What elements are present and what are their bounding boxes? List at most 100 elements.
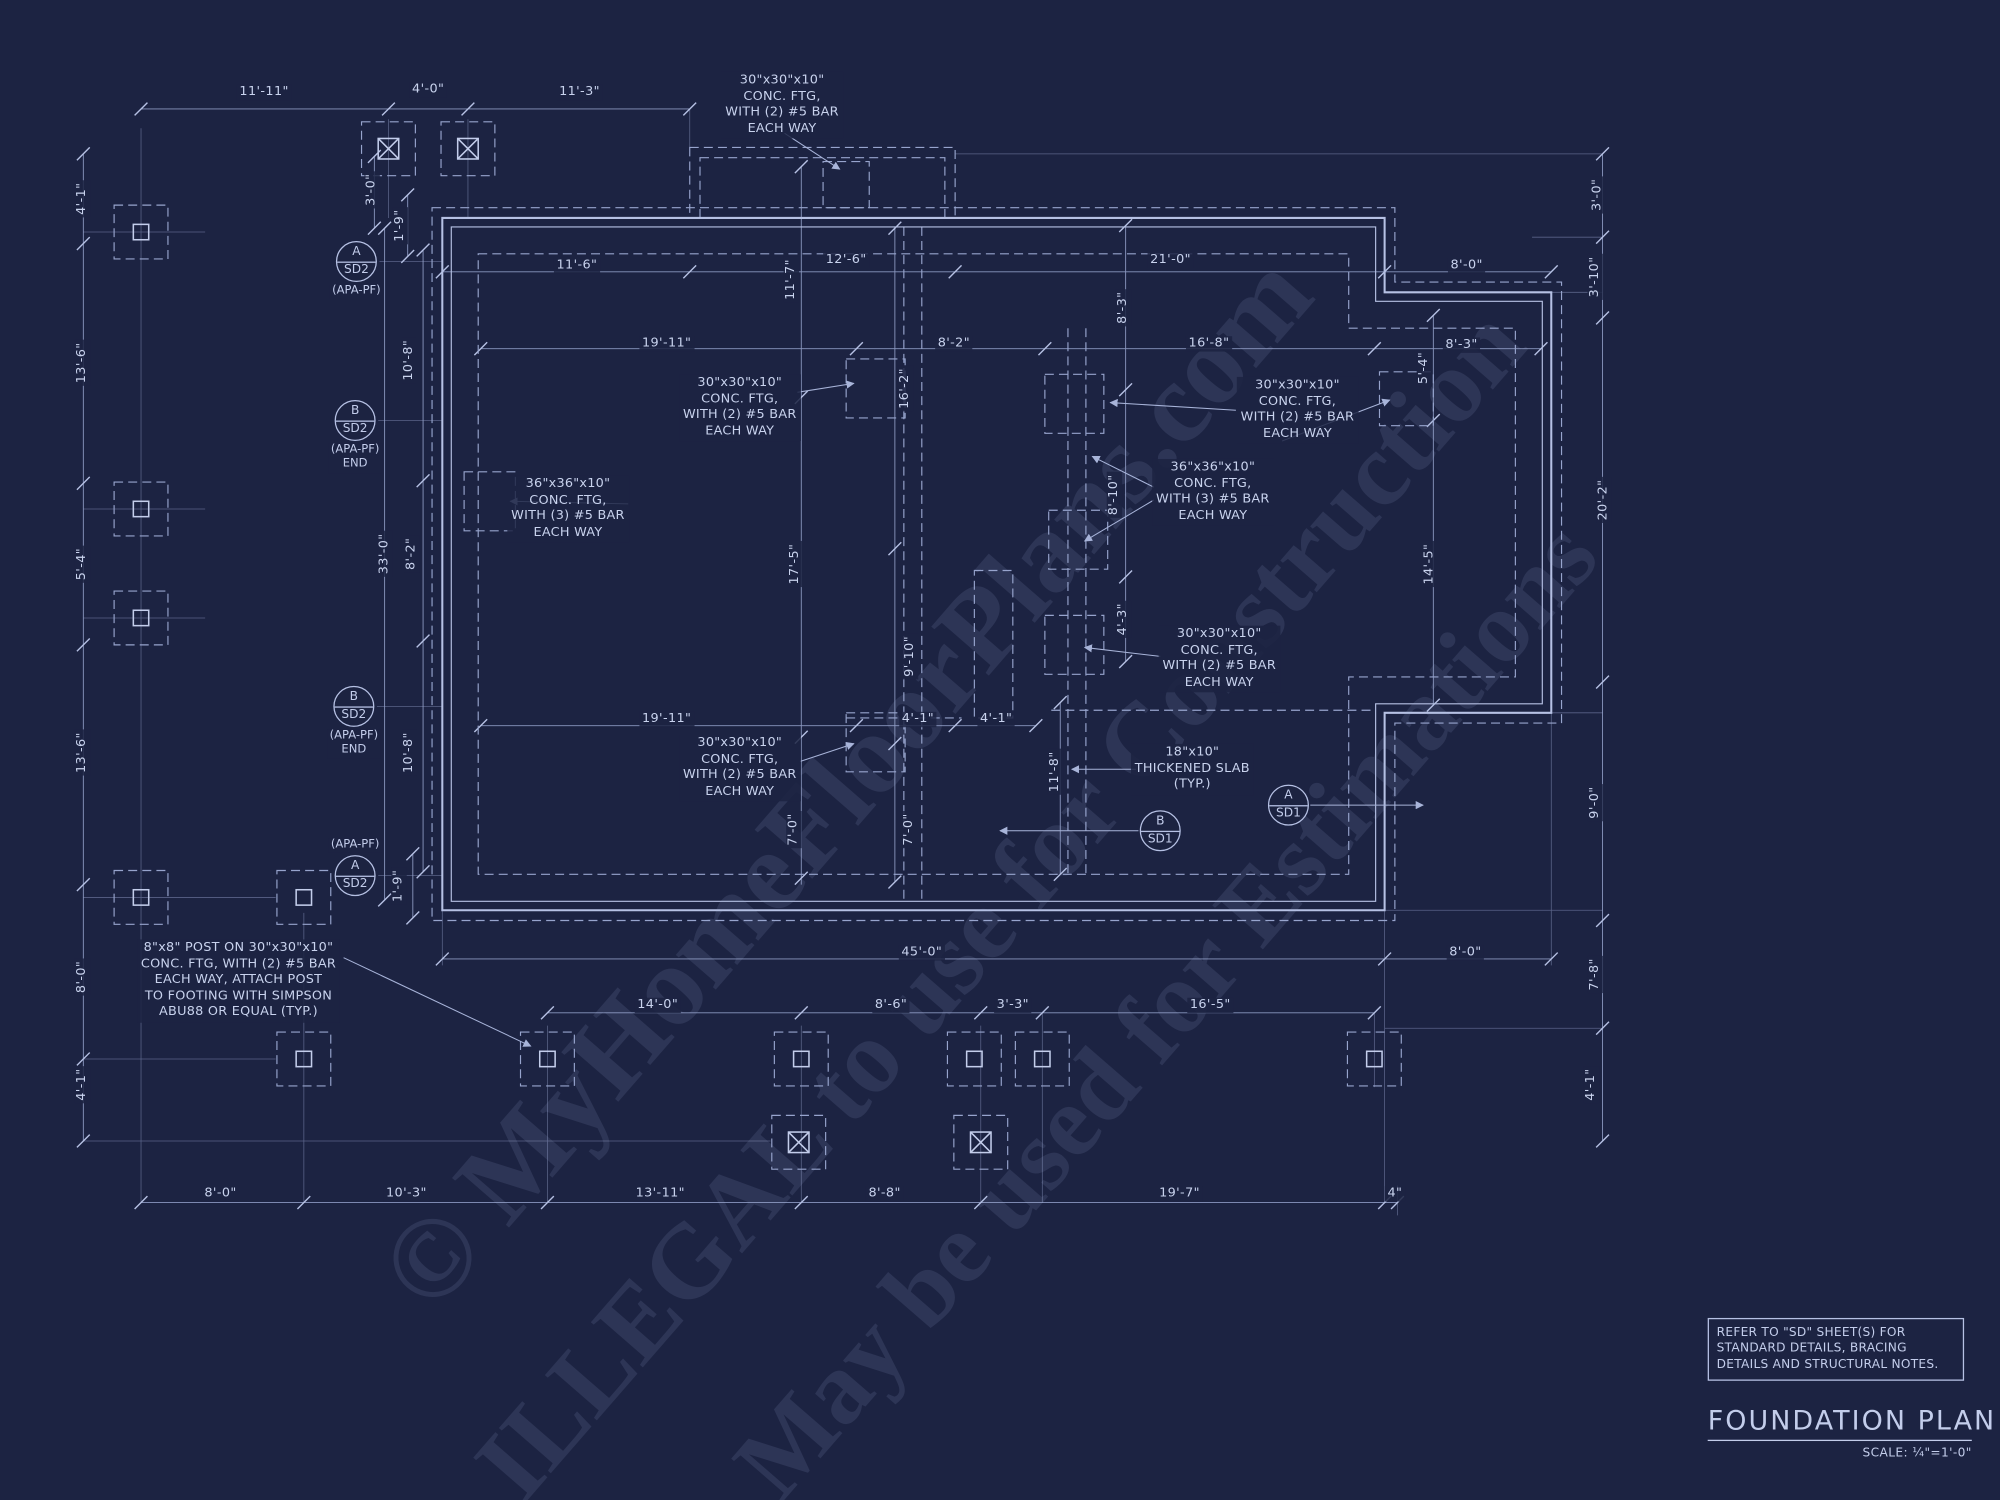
dimension-label: 5'-4" <box>1416 349 1432 387</box>
detail-marker-sheet: SD1 <box>1276 805 1301 820</box>
pier-post <box>132 888 150 906</box>
dimension-label: 16'-8" <box>1185 336 1232 351</box>
dimension-label: 16'-2" <box>897 365 913 412</box>
dimension-label: 7'-8" <box>1587 955 1603 994</box>
dimension-label: 7'-0" <box>786 810 801 849</box>
callout-note-line: THICKENED SLAB <box>1134 761 1250 776</box>
dimension-label: 8'-10" <box>1106 471 1122 518</box>
dimension-label: 3'-10" <box>1587 253 1603 300</box>
callout-note-line: 18"x10" <box>1165 745 1220 760</box>
pier-footing <box>113 590 169 646</box>
pier-post <box>132 223 150 241</box>
dimension-label: 4'-1" <box>74 1065 90 1104</box>
pier-post <box>295 888 313 906</box>
marker-caption-line: (APA-PF) <box>330 838 380 851</box>
dimension-label: 8'-2" <box>935 336 973 351</box>
callout-note-line: CONC. FTG, <box>1258 394 1337 409</box>
callout-note-line: WITH (2) #5 BAR <box>1240 410 1355 425</box>
dimension-label: 12'-6" <box>823 252 870 268</box>
dimension-label: 8'-0" <box>1446 945 1485 960</box>
pier-footing <box>440 121 496 177</box>
dimension-label: 11'-6" <box>553 258 600 273</box>
pier-x-mark <box>969 1131 992 1154</box>
dimension-tick-marks <box>76 102 1610 1210</box>
detail-marker-letter: B <box>1141 814 1180 832</box>
dimension-label: 3'-0" <box>1590 176 1605 214</box>
callout-note-line: EACH WAY <box>533 524 603 540</box>
dimension-label: 19'-7" <box>1156 1186 1203 1201</box>
dimension-label: 11'-7" <box>783 256 799 303</box>
callout-note-line: 36"x36"x10" <box>525 476 611 492</box>
dimension-label: 5'-4" <box>74 545 90 583</box>
callout-note-line: 30"x30"x10" <box>697 735 783 750</box>
pier-footing <box>113 481 169 537</box>
pier-x-mark <box>377 137 400 160</box>
concrete-footing-pad <box>1378 371 1434 427</box>
pier-footing <box>519 1031 575 1087</box>
dimension-label: 11'-8" <box>1047 748 1063 795</box>
dimension-label: 1'-9" <box>392 206 408 245</box>
callout-note-line: CONC. FTG, WITH (2) #5 BAR <box>140 956 337 971</box>
detail-marker-letter: A <box>335 859 375 877</box>
pier-x-mark <box>787 1131 810 1154</box>
callout-note-line: 30"x30"x10" <box>1176 626 1262 642</box>
dimension-label: 13'-11" <box>633 1186 688 1201</box>
marker-caption: (APA-PF)END <box>327 729 381 759</box>
pier-footing <box>773 1031 829 1087</box>
callout-note-line: ABU88 OR EQUAL (TYP.) <box>159 1004 318 1019</box>
callout-note-line: CONC. FTG, <box>701 751 779 767</box>
dimension-label: 13'-6" <box>74 339 90 386</box>
pier-post <box>132 500 150 518</box>
dimension-label: 3'-0" <box>364 171 380 209</box>
pier-footing <box>276 1031 332 1087</box>
dimension-label: 17'-5" <box>787 541 803 588</box>
dimension-label: 20'-2" <box>1596 477 1612 523</box>
extension-lines <box>83 108 1603 1216</box>
detail-marker-letter: B <box>334 689 374 708</box>
dimension-label: 8'-6" <box>872 997 910 1013</box>
callout-note-line: WITH (3) #5 BAR <box>1156 492 1270 507</box>
title-block: FOUNDATION PLAN SCALE: ¼"=1'-0" <box>1707 1405 1994 1460</box>
dimension-label: 8'-2" <box>404 535 419 573</box>
pier-post <box>132 609 150 627</box>
dimension-label: 8'-0" <box>74 958 90 996</box>
callout-note-line: CONC. FTG, <box>701 391 779 406</box>
reference-note-box: REFER TO "SD" SHEET(S) FOR STANDARD DETA… <box>1707 1317 1965 1381</box>
callout-note-line: 30"x30"x10" <box>697 375 783 390</box>
callout-note-line: EACH WAY <box>1184 674 1254 690</box>
dimension-label: 8'-0" <box>1447 258 1486 273</box>
dimension-label: 7'-0" <box>901 810 917 849</box>
callout-note-line: WITH (2) #5 BAR <box>1162 658 1277 674</box>
dimension-label: 8'-0" <box>201 1186 240 1201</box>
watermark-text: ILLEGAL to use for Construction <box>452 286 1547 1500</box>
dimension-label: 9'-10" <box>902 633 918 680</box>
dimension-label: 4'-1" <box>899 711 937 727</box>
detail-marker-letter: B <box>335 403 375 422</box>
pier-post <box>456 137 479 160</box>
pier-footing <box>113 204 169 260</box>
callout-note-line: CONC. FTG, <box>1180 642 1258 658</box>
note-line: STANDARD DETAILS, BRACING <box>1716 1341 1907 1356</box>
dimension-label: 1'-9" <box>391 867 407 905</box>
detail-marker-sheet: SD2 <box>341 707 367 722</box>
pier-x-mark <box>457 137 479 160</box>
marker-caption-line: END <box>342 458 368 471</box>
pier-footing <box>953 1114 1009 1170</box>
dimension-label: 4'-1" <box>977 711 1015 727</box>
dimension-label: 3'-3" <box>994 997 1032 1013</box>
dimension-label: 10'-8" <box>401 729 417 776</box>
marker-caption: (APA-PF)END <box>328 443 382 473</box>
callout-note-line: WITH (2) #5 BAR <box>725 105 839 120</box>
